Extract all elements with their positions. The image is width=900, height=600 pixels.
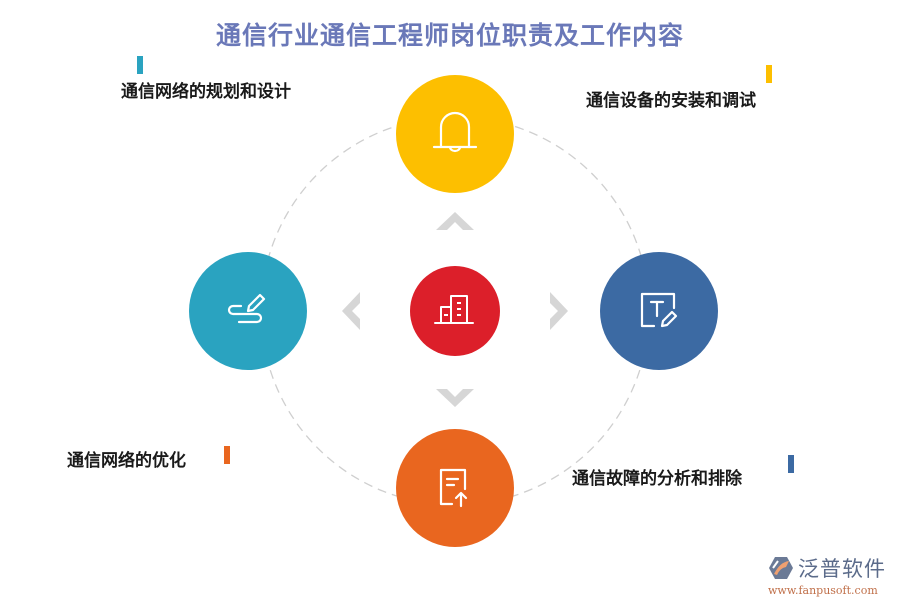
accent-bar-plan	[137, 56, 143, 74]
building-icon	[434, 295, 474, 324]
node-fault-analysis	[600, 252, 718, 370]
document-upload-icon	[439, 468, 468, 508]
brand-logo: 泛普软件 www.fanpusoft.com	[768, 553, 892, 597]
chevron-right-icon	[550, 292, 568, 330]
node-install-debug	[396, 75, 514, 193]
logo-name: 泛普软件	[798, 557, 886, 581]
label-install-debug: 通信设备的安装和调试	[586, 91, 756, 111]
center-node	[410, 266, 500, 356]
accent-bar-install	[766, 65, 772, 83]
chevron-left-icon	[342, 292, 360, 330]
node-plan-design	[189, 252, 307, 370]
chevron-up-icon	[436, 212, 474, 230]
bell-icon	[432, 111, 478, 153]
page-title: 通信行业通信工程师岗位职责及工作内容	[215, 21, 684, 50]
label-network-optimize: 通信网络的优化	[67, 451, 186, 471]
node-network-optimize	[396, 429, 514, 547]
text-edit-icon	[640, 292, 678, 328]
label-fault-analysis: 通信故障的分析和排除	[572, 469, 742, 489]
logo-url: www.fanpusoft.com	[768, 584, 878, 597]
pen-signature-icon	[227, 293, 266, 324]
chevron-down-icon	[436, 389, 474, 407]
logo-mark-icon	[769, 557, 793, 579]
accent-bar-optimize	[224, 446, 230, 464]
label-plan-design: 通信网络的规划和设计	[121, 82, 291, 102]
accent-bar-fault	[788, 455, 794, 473]
